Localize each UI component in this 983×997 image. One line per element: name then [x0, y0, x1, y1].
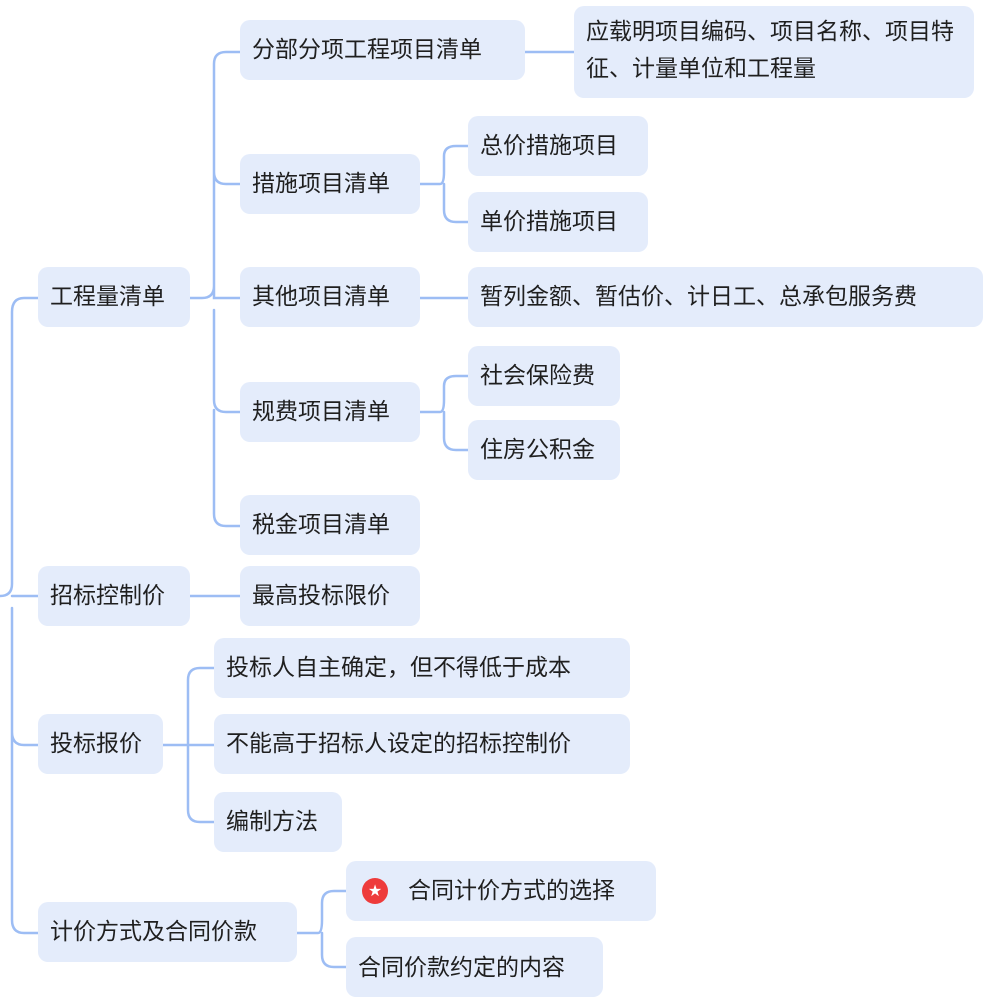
node-preparation-method[interactable]: 编制方法: [214, 792, 342, 852]
node-pricing-method[interactable]: 计价方式及合同价款: [38, 902, 297, 962]
node-lump-sum-measures[interactable]: 总价措施项目: [468, 116, 648, 176]
node-tax-list[interactable]: 税金项目清单: [240, 495, 420, 555]
connector-bid-price: [161, 666, 216, 824]
node-other-list[interactable]: 其他项目清单: [240, 267, 420, 327]
node-other-items[interactable]: 暂列金额、暂估价、计日工、总承包服务费: [468, 267, 983, 327]
connector-contract: [295, 889, 348, 969]
node-max-bid-limit[interactable]: 最高投标限价: [240, 566, 420, 626]
node-not-above-control-price[interactable]: 不能高于招标人设定的招标控制价: [214, 714, 630, 774]
node-unit-price-measures[interactable]: 单价措施项目: [468, 192, 648, 252]
node-housing-fund[interactable]: 住房公积金: [468, 420, 620, 480]
node-fee-list[interactable]: 规费项目清单: [240, 382, 420, 442]
node-measure-list[interactable]: 措施项目清单: [240, 154, 420, 214]
node-bid-price[interactable]: 投标报价: [38, 714, 163, 774]
node-list-contents[interactable]: 应载明项目编码、项目名称、项目特征、计量单位和工程量: [574, 6, 974, 98]
node-contract-price-content[interactable]: 合同价款约定的内容: [346, 937, 603, 997]
node-social-insurance[interactable]: 社会保险费: [468, 346, 620, 406]
node-control-price[interactable]: 招标控制价: [38, 566, 190, 626]
node-contract-pricing-choice-label: 合同计价方式的选择: [408, 878, 615, 904]
node-sub-item-list[interactable]: 分部分项工程项目清单: [240, 20, 525, 80]
node-quantity-list[interactable]: 工程量清单: [38, 267, 190, 327]
node-contract-pricing-choice[interactable]: ★ 合同计价方式的选择: [346, 861, 656, 921]
connector-root-trunk: [0, 296, 42, 935]
connector-sub-items: [418, 50, 576, 452]
star-icon: ★: [362, 878, 388, 904]
connector-quantity-list: [188, 50, 242, 528]
node-bidder-self-determined[interactable]: 投标人自主确定，但不得低于成本: [214, 638, 630, 698]
